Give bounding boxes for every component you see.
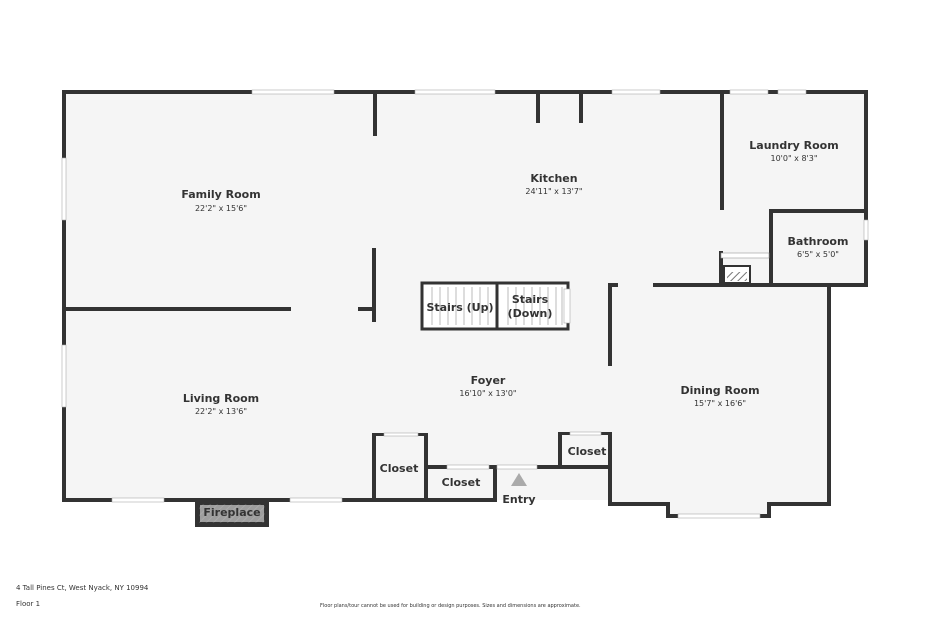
room-name-living-room: Living Room (183, 392, 259, 405)
room-dims-foyer: 16'10" x 13'0" (459, 389, 516, 398)
label-stairs-down-line1: Stairs (512, 293, 549, 306)
floor-label: Floor 1 (16, 600, 41, 608)
room-dims-family-room: 22'2" x 15'6" (195, 204, 247, 213)
label-closet-right: Closet (568, 445, 607, 458)
room-dims-kitchen: 24'11" x 13'7" (525, 187, 582, 196)
disclaimer-text: Floor plans/tour cannot be used for buil… (320, 603, 581, 609)
interior-walls (66, 92, 868, 500)
label-closet-left: Closet (380, 462, 419, 475)
door-openings (383, 431, 602, 470)
room-name-dining-room: Dining Room (680, 384, 759, 397)
label-fireplace: Fireplace (203, 506, 260, 519)
utility-box (720, 252, 770, 284)
room-name-family-room: Family Room (181, 188, 260, 201)
label-entry: Entry (502, 493, 535, 506)
room-name-bathroom: Bathroom (788, 235, 849, 248)
room-dims-dining-room: 15'7" x 16'6" (694, 399, 746, 408)
room-name-kitchen: Kitchen (530, 172, 577, 185)
room-dims-living-room: 22'2" x 13'6" (195, 407, 247, 416)
windows (61, 89, 869, 519)
entry-arrow-icon (511, 473, 527, 486)
room-dims-bathroom: 6'5" x 5'0" (797, 250, 839, 259)
label-stairs-up: Stairs (Up) (426, 301, 493, 314)
label-closet-middle: Closet (442, 476, 481, 489)
room-name-foyer: Foyer (471, 374, 506, 387)
room-name-laundry-room: Laundry Room (749, 139, 838, 152)
label-stairs-down-line2: (Down) (508, 307, 553, 320)
room-dims-laundry-room: 10'0" x 8'3" (770, 154, 817, 163)
stairs (420, 281, 571, 331)
fireplace (195, 502, 269, 527)
address-text: 4 Tall Pines Ct, West Nyack, NY 10994 (16, 584, 149, 592)
